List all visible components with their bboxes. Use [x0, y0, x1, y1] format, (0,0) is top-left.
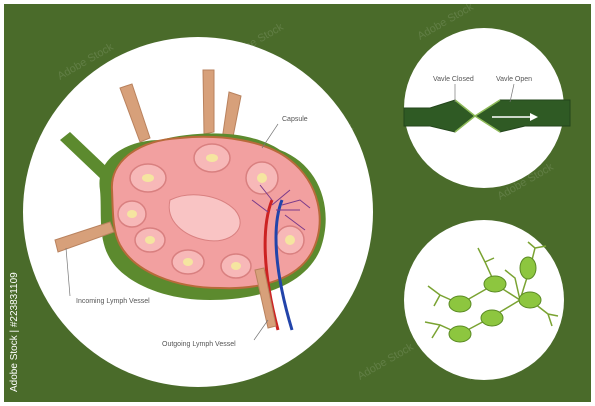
- capsule-label: Capsule: [282, 116, 308, 123]
- stock-id-label: Adobe Stock | #223831109: [9, 272, 20, 392]
- outgoing-vessel-label: Outgoing Lymph Vessel: [162, 341, 236, 348]
- incoming-vessel-label: Incoming Lymph Vessel: [76, 298, 150, 305]
- watermark: Adobe Stock: [356, 341, 416, 383]
- valve-open-label: Vavle Open: [496, 76, 532, 83]
- valve-closed-label: Vavle Closed: [433, 76, 474, 83]
